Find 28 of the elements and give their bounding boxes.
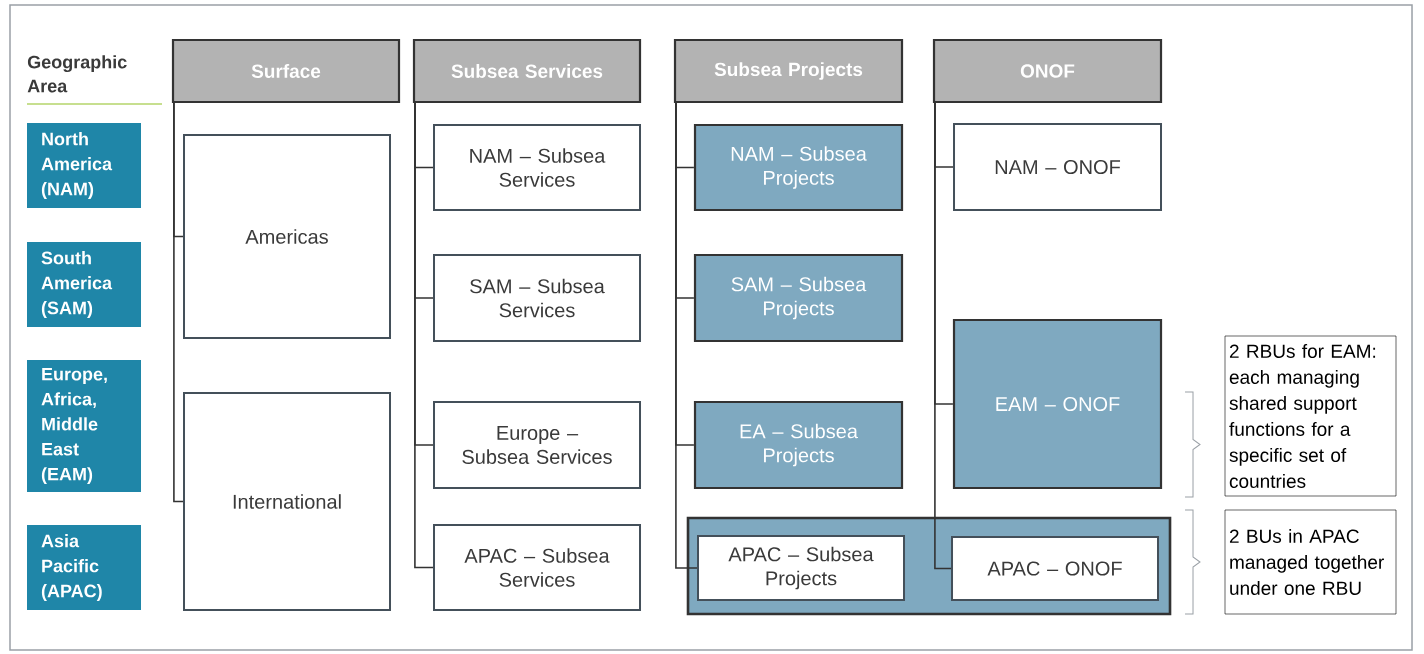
unit-box: SAM – Subsea Services (433, 254, 641, 342)
connector-line (173, 102, 184, 503)
unit-box: APAC – Subsea Projects (697, 535, 905, 601)
unit-box: Europe – Subsea Services (433, 401, 641, 489)
unit-box: International (183, 392, 391, 611)
region-box: North America (NAM) (27, 123, 141, 208)
unit-box: EAM – ONOF (952, 318, 1163, 490)
column-label: Geographic Area (27, 55, 127, 93)
unit-box: Americas (183, 134, 391, 339)
unit-box: NAM – ONOF (953, 123, 1162, 211)
unit-box: NAM – Subsea Services (433, 124, 641, 211)
region-box: South America (SAM) (27, 242, 141, 327)
connector-line (675, 102, 698, 569)
unit-box: EA – Subsea Projects (693, 400, 904, 490)
unit-box: SAM – Subsea Projects (693, 253, 904, 343)
unit-box: APAC – ONOF (951, 536, 1159, 601)
note-box: 2 RBUs for EAM: each managing shared support functions for a specific set of countries (1224, 335, 1397, 497)
region-box: Europe, Africa, Middle East (EAM) (27, 360, 141, 492)
column-header: Surface (171, 38, 401, 104)
connector-line (414, 102, 434, 569)
unit-box: APAC – Subsea Services (433, 524, 641, 611)
column-header: Subsea Projects (673, 38, 904, 104)
unit-box: NAM – Subsea Projects (693, 123, 904, 212)
connector-line (934, 102, 952, 570)
note-box: 2 BUs in APAC managed together under one RBU (1224, 509, 1397, 615)
column-header: Subsea Services (412, 38, 642, 104)
region-box: Asia Pacific (APAC) (27, 525, 141, 610)
column-header: ONOF (932, 38, 1163, 104)
